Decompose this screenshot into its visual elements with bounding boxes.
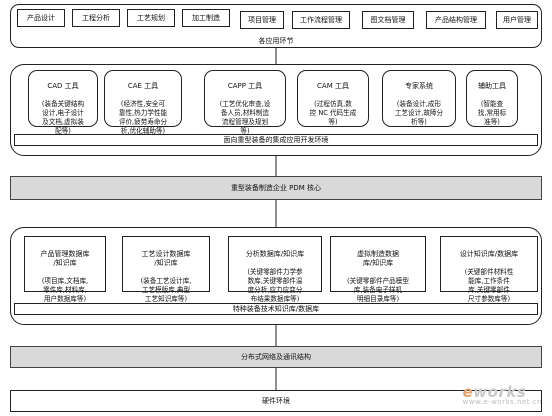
db-desc: (项目库,文档库, 零件库,材料库, 用户数据库等) xyxy=(41,277,89,303)
tool-title: 专家系统 xyxy=(405,82,433,90)
app-box: 工艺规划 xyxy=(127,9,175,27)
network-bar: 分布式网络及通讯结构 xyxy=(10,346,542,368)
tool-title: CAM 工具 xyxy=(317,82,349,90)
db-title: 设计知识库/数据库 xyxy=(459,250,519,258)
tool-box-capp: CAPP 工具 (工艺优化审查,设 备人员,材料制造 流程管理及规划 等) xyxy=(204,70,286,135)
app-box: 产品设计 xyxy=(17,9,65,27)
tool-desc: (装备关键结构 设计,电子设计 及文档,虚拟装 配等) xyxy=(41,100,85,135)
app-box: 项目管理 xyxy=(240,11,284,29)
tool-desc: (装备设计,成形 工艺设计,故障分 析等) xyxy=(394,100,444,126)
tool-desc: (智能查 找,常用标 准等) xyxy=(477,100,507,126)
db-box-process: 工艺设计数据库 /知识库 (装备工艺设计库, 工艺模版库,典型 工艺知识库等) xyxy=(122,236,210,303)
db-desc: (关键部件材料性 能库,工作条件 库,关键零部件 尺寸参数库等) xyxy=(464,268,514,303)
pdm-core-bar: 重型装备制造企业 PDM 核心 xyxy=(10,176,542,200)
tool-desc: (过程仿真,数 控 NC 代码生成 等) xyxy=(309,100,357,126)
tool-box-cam: CAM 工具 (过程仿真,数 控 NC 代码生成 等) xyxy=(297,70,369,127)
app-box: 用户管理 xyxy=(496,11,538,29)
eworks-watermark: eworks www.e-works.net.cn xyxy=(462,383,542,406)
application-caption: 各应用环节 xyxy=(258,37,294,45)
tool-desc: (经济性,安全可 靠性,热力学性能 评价,疲劳寿命分 析,优化辅助等) xyxy=(118,100,168,135)
app-box: 图文档管理 xyxy=(362,11,414,29)
db-desc: (关键零部件产品模型 库,装备电子样机 明细目录库等) xyxy=(347,277,409,303)
hardware-bar: 硬件环境 xyxy=(10,390,542,412)
tool-title: CAPP 工具 xyxy=(227,82,263,90)
tool-desc: (工艺优化审查,设 备人员,材料制造 流程管理及规划 等) xyxy=(219,100,271,135)
tool-box-cad: CAD 工具 (装备关键结构 设计,电子设计 及文档,虚拟装 配等) xyxy=(28,70,98,135)
tool-box-cae: CAE 工具 (经济性,安全可 靠性,热力学性能 评价,疲劳寿命分 析,优化辅助… xyxy=(104,70,182,135)
app-box: 工程分析 xyxy=(72,9,120,27)
tool-box-aux: 辅助工具 (智能查 找,常用标 准等) xyxy=(466,70,518,127)
knowledge-db-bar: 特种装备技术知识库/数据库 xyxy=(14,303,538,315)
db-title: 产品管理数据库 /知识库 xyxy=(40,250,90,267)
db-box-product: 产品管理数据库 /知识库 (项目库,文档库, 零件库,材料库, 用户数据库等) xyxy=(24,236,106,303)
db-title: 虚拟制造数据 库/知识库 xyxy=(357,250,399,267)
db-box-analysis: 分析数据库/知识库 (关键零部件力学参 数库,关键零部件温 度分析,应力应变分 … xyxy=(228,236,322,303)
db-title: 工艺设计数据库 /知识库 xyxy=(141,250,191,267)
app-box: 加工制造 xyxy=(182,9,230,27)
tool-title: CAE 工具 xyxy=(127,82,159,90)
tool-title: 辅助工具 xyxy=(478,82,506,90)
tool-title: CAD 工具 xyxy=(47,82,79,90)
app-box: 产品结构管理 xyxy=(426,11,486,29)
db-box-virtual: 虚拟制造数据 库/知识库 (关键零部件产品模型 库,装备电子样机 明细目录库等) xyxy=(330,236,426,303)
db-desc: (装备工艺设计库, 工艺模版库,典型 工艺知识库等) xyxy=(140,277,192,303)
db-desc: (关键零部件力学参 数库,关键零部件温 度分析,应力应变分 布结果数据库等) xyxy=(247,268,303,303)
db-title: 分析数据库/知识库 xyxy=(245,250,305,258)
db-box-design-knowledge: 设计知识库/数据库 (关键部件材料性 能库,工作条件 库,关键零部件 尺寸参数库… xyxy=(440,236,538,303)
app-box: 工作流程管理 xyxy=(292,11,350,29)
tool-box-expert: 专家系统 (装备设计,成形 工艺设计,故障分 析等) xyxy=(382,70,456,127)
dev-environment-bar: 面向重型装备的集成应用开发环境 xyxy=(14,134,538,146)
